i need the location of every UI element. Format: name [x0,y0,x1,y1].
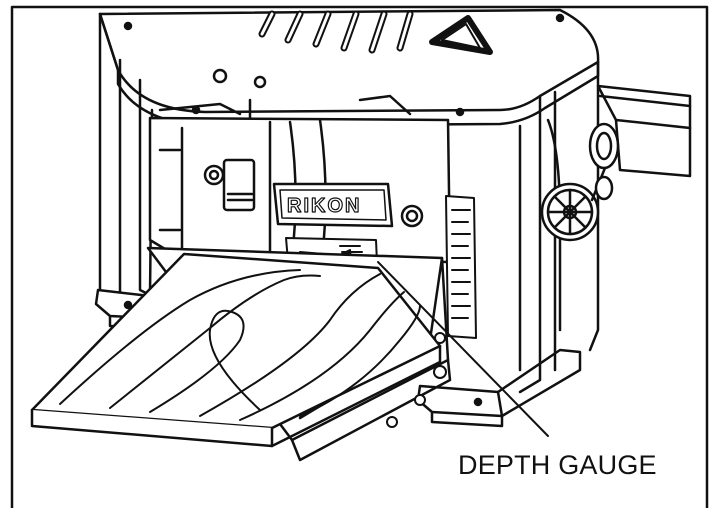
brand-badge: RIKON [272,182,394,228]
wood-board [30,252,442,448]
right-foot [416,348,582,428]
height-crank [540,122,620,242]
right-extension-table [596,84,692,178]
callout-leader [377,261,549,437]
frame-border [10,5,709,508]
depth-gauge-label: DEPTH GAUGE [458,450,657,480]
table-fasteners [386,332,447,428]
top-housing [98,8,600,128]
side-scale [445,195,477,339]
brand-label: RIKON [287,195,361,217]
